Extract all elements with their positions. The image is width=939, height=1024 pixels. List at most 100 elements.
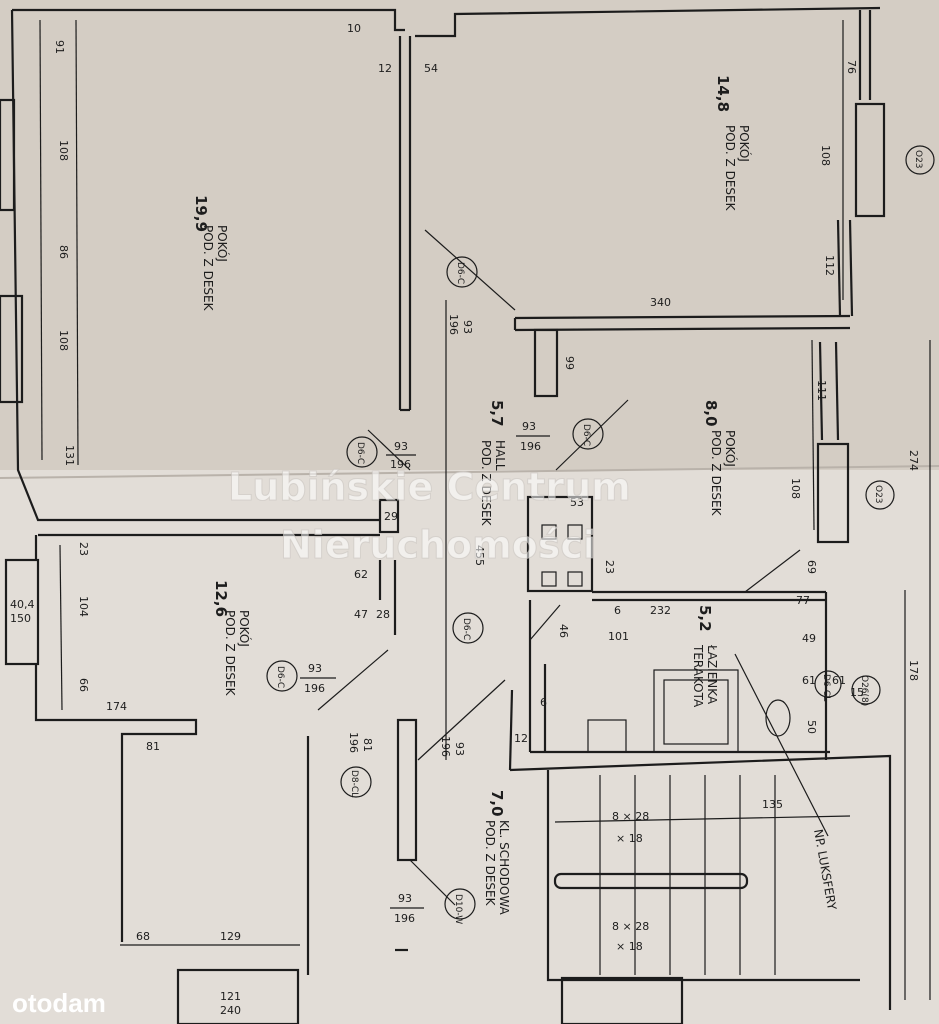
stairs-labels: 8 × 28 × 18 8 × 28 × 18 — [612, 810, 649, 953]
svg-text:12: 12 — [378, 62, 392, 75]
walls — [0, 6, 931, 1024]
svg-text:POD. Z DESEK: POD. Z DESEK — [479, 440, 493, 527]
svg-text:93: 93 — [398, 892, 412, 905]
svg-text:129: 129 — [220, 930, 241, 943]
svg-text:62: 62 — [354, 568, 368, 581]
room-8-0-label: 8,0 POKÓJ POD. Z DESEK — [702, 400, 738, 517]
svg-text:61: 61 — [802, 674, 816, 687]
svg-text:121: 121 — [220, 990, 241, 1003]
svg-text:POKÓJ: POKÓJ — [737, 125, 752, 162]
svg-text:POKÓJ: POKÓJ — [723, 430, 738, 467]
svg-text:111: 111 — [815, 380, 828, 401]
svg-text:112: 112 — [823, 255, 836, 276]
svg-text:× 18: × 18 — [616, 832, 643, 845]
svg-text:68: 68 — [136, 930, 150, 943]
svg-text:108: 108 — [789, 478, 802, 499]
svg-text:49: 49 — [802, 632, 816, 645]
svg-text:86: 86 — [57, 245, 70, 259]
svg-text:340: 340 — [650, 296, 671, 309]
svg-text:93: 93 — [394, 440, 408, 453]
svg-text:150: 150 — [10, 612, 31, 625]
watermark-line1: Lubińskie Centrum — [228, 465, 631, 509]
svg-text:D6-C: D6-C — [355, 442, 365, 464]
svg-text:6: 6 — [540, 696, 547, 709]
svg-text:93: 93 — [461, 320, 474, 334]
svg-text:40,4: 40,4 — [10, 598, 35, 611]
svg-text:× 18: × 18 — [616, 940, 643, 953]
svg-text:D6-C: D6-C — [461, 618, 471, 640]
svg-text:46: 46 — [557, 624, 570, 638]
svg-text:104: 104 — [77, 596, 90, 617]
svg-text:108: 108 — [57, 330, 70, 351]
room-19-9-label: 19,9 POKÓJ POD. Z DESEK — [192, 195, 230, 312]
svg-text:6: 6 — [614, 604, 621, 617]
svg-text:D6-C: D6-C — [581, 424, 591, 446]
svg-text:O26(8): O26(8) — [859, 675, 869, 706]
svg-text:D6-C: D6-C — [455, 262, 465, 284]
svg-text:81: 81 — [361, 738, 374, 752]
hall-label: 5,7 HALL POD. Z DESEK — [479, 400, 507, 527]
svg-text:POD. Z DESEK: POD. Z DESEK — [223, 610, 237, 697]
svg-text:135: 135 — [762, 798, 783, 811]
svg-text:POD. Z DESEK: POD. Z DESEK — [723, 125, 737, 212]
svg-text:196: 196 — [520, 440, 541, 453]
svg-text:TERAKOTA: TERAKOTA — [691, 644, 705, 708]
otodam-logo: otodam — [12, 988, 106, 1018]
svg-text:D6-C: D6-C — [275, 666, 285, 688]
svg-text:69: 69 — [805, 560, 818, 574]
svg-text:93: 93 — [522, 420, 536, 433]
svg-text:POD. Z DESEK: POD. Z DESEK — [201, 225, 215, 312]
svg-text:108: 108 — [57, 140, 70, 161]
svg-text:ŁAZIENKA: ŁAZIENKA — [705, 644, 719, 705]
window-refs: O23 O23 O26(8) — [851, 145, 935, 706]
svg-text:O23: O23 — [913, 150, 923, 169]
paper-top-half — [0, 0, 939, 480]
svg-text:12: 12 — [514, 732, 528, 745]
svg-text:91: 91 — [53, 40, 66, 54]
svg-text:196: 196 — [304, 682, 325, 695]
stairs-label: 7,0 KL. SCHODOWA POD. Z DESEK — [483, 790, 511, 916]
svg-text:12,6: 12,6 — [212, 580, 230, 617]
door-tags: D6-C D6-C D6-C D6-C D6-C D8-CL D10-W D6-… — [266, 256, 842, 924]
svg-text:50: 50 — [805, 720, 818, 734]
svg-text:455: 455 — [473, 545, 486, 566]
svg-text:29: 29 — [384, 510, 398, 523]
dimension-labels: 10 12 54 91 108 86 108 131 76 108 112 34… — [10, 22, 920, 1017]
room-12-6-label: 12,6 POKÓJ POD. Z DESEK — [212, 580, 252, 697]
svg-text:131: 131 — [63, 445, 76, 466]
svg-text:KL. SCHODOWA: KL. SCHODOWA — [497, 820, 511, 916]
svg-text:178: 178 — [907, 660, 920, 681]
svg-text:7,0: 7,0 — [488, 790, 506, 817]
svg-text:77: 77 — [796, 594, 810, 607]
svg-text:POKÓJ: POKÓJ — [215, 225, 230, 262]
svg-text:D10-W: D10-W — [453, 894, 463, 924]
svg-text:23: 23 — [603, 560, 616, 574]
svg-text:28: 28 — [376, 608, 390, 621]
svg-text:14,8: 14,8 — [714, 75, 732, 112]
svg-text:66: 66 — [77, 678, 90, 692]
svg-text:5,7: 5,7 — [488, 400, 506, 427]
svg-text:POD. Z DESEK: POD. Z DESEK — [709, 430, 723, 517]
svg-text:19,9: 19,9 — [192, 195, 210, 232]
svg-text:POD. Z DESEK: POD. Z DESEK — [483, 820, 497, 907]
svg-text:POKÓJ: POKÓJ — [237, 610, 252, 647]
svg-text:D8-CL: D8-CL — [349, 770, 359, 797]
svg-text:240: 240 — [220, 1004, 241, 1017]
bathroom-label: 5,2 ŁAZIENKA TERAKOTA — [691, 605, 719, 708]
svg-text:196: 196 — [390, 458, 411, 471]
svg-text:D6-CL: D6-CL — [821, 674, 831, 701]
svg-text:10: 10 — [347, 22, 361, 35]
svg-text:61: 61 — [832, 674, 846, 687]
svg-text:47: 47 — [354, 608, 368, 621]
svg-text:5,2: 5,2 — [696, 605, 714, 632]
svg-text:8 × 28: 8 × 28 — [612, 920, 649, 933]
svg-text:23: 23 — [77, 542, 90, 556]
room-14-8-label: 14,8 POKÓJ POD. Z DESEK — [714, 75, 752, 212]
svg-text:101: 101 — [608, 630, 629, 643]
svg-text:93: 93 — [453, 742, 466, 756]
svg-text:196: 196 — [439, 736, 452, 757]
svg-text:174: 174 — [106, 700, 127, 713]
svg-text:76: 76 — [845, 60, 858, 74]
